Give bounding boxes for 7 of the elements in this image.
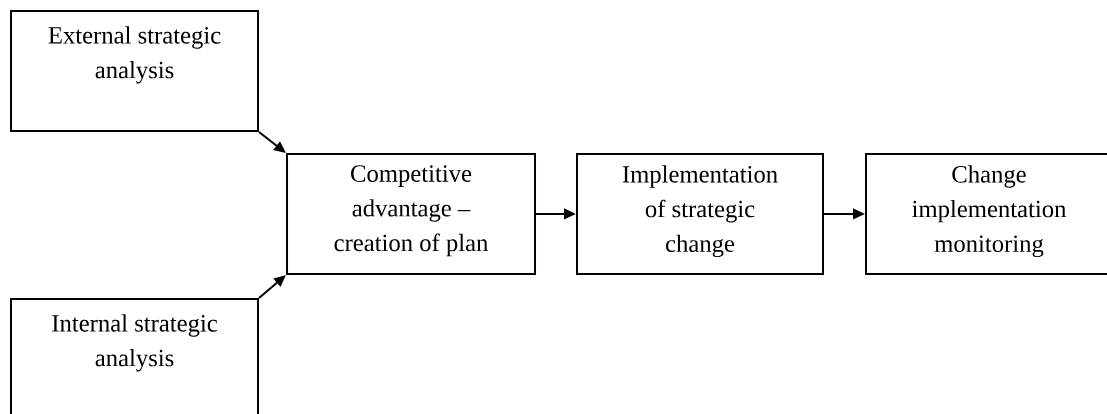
- process-box: Implementation of strategic change: [576, 153, 824, 275]
- process-box: Change implementation monitoring: [865, 153, 1107, 275]
- process-box: Competitive advantage – creation of plan: [286, 153, 536, 275]
- process-box: External strategic analysis: [10, 10, 259, 132]
- process-box: Internal strategic analysis: [10, 298, 259, 414]
- arrow: [258, 131, 286, 153]
- arrow: [258, 275, 286, 299]
